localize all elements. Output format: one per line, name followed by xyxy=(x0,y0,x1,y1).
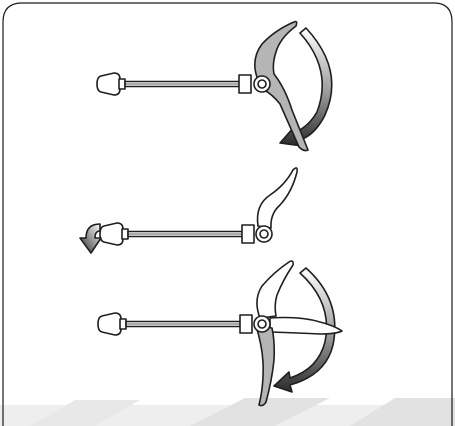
panel-step-2 xyxy=(79,167,298,254)
end-cap-nut xyxy=(121,228,129,240)
panel-step-1 xyxy=(96,20,333,152)
end-cap-nut xyxy=(118,78,126,90)
lever-handle xyxy=(254,20,309,152)
panel-step-3 xyxy=(97,260,343,407)
lever-handle-mid xyxy=(269,316,343,335)
lever-body xyxy=(238,74,252,94)
lever-body xyxy=(241,224,255,244)
floor-bands xyxy=(0,398,455,426)
end-cap xyxy=(97,312,122,336)
lever-handle xyxy=(255,325,276,407)
curved-arrow-down xyxy=(273,267,336,393)
end-cap xyxy=(99,222,124,246)
lever-handle xyxy=(256,167,298,229)
curved-arrow-left xyxy=(79,223,102,254)
curved-arrow-down xyxy=(279,27,333,147)
lever-body xyxy=(239,314,253,334)
end-cap-nut xyxy=(119,318,127,330)
end-cap xyxy=(96,72,121,96)
lever-handle-open xyxy=(256,260,294,319)
